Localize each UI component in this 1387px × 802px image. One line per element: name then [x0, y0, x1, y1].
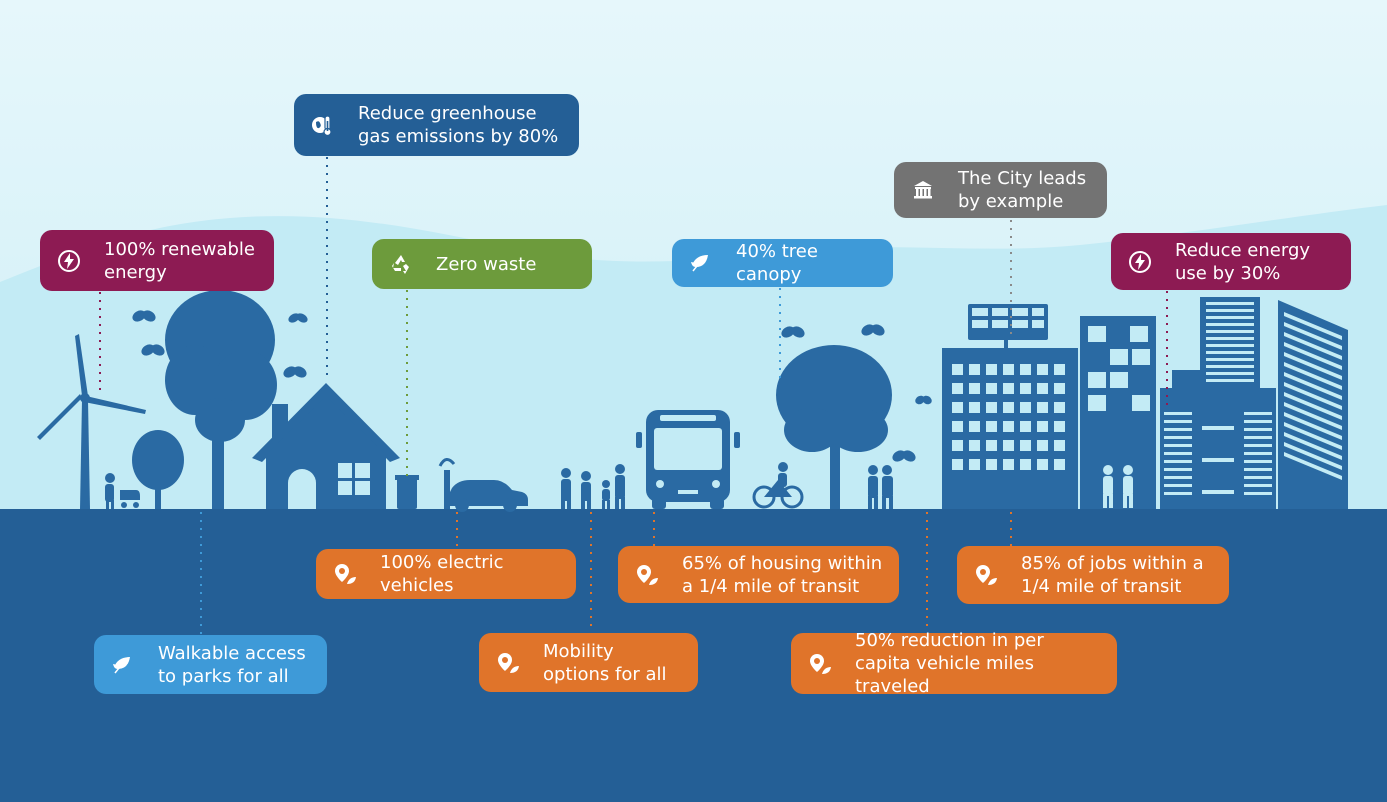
- butterfly-icon: [283, 366, 307, 378]
- leaf-icon: [110, 652, 136, 678]
- goal-tree-canopy: 40% tree canopy: [672, 239, 893, 287]
- office-windows: [952, 364, 1065, 470]
- goal-city-leads: The City leads by example: [894, 162, 1107, 218]
- recycle-bin-icon: [395, 475, 419, 509]
- map-pin-leaf-icon: [332, 561, 358, 587]
- butterfly-icon: [288, 313, 308, 323]
- walkers-icon: [1103, 465, 1133, 508]
- butterfly-icon: [915, 395, 932, 405]
- goal-greenhouse-emissions: Reduce greenhouse gas emissions by 80%: [294, 94, 579, 156]
- tall-building-stripes: [1206, 302, 1254, 382]
- ev-charger-icon: [438, 458, 456, 509]
- electric-car-icon: [446, 480, 528, 512]
- solar-panel-grid: [972, 308, 1044, 328]
- tower-windows: [1088, 326, 1150, 411]
- pedestrians-icon: [561, 464, 625, 509]
- couple-icon: [868, 465, 893, 509]
- goal-vmt-reduction: 50% reduction in per capita vehicle mile…: [791, 630, 1117, 697]
- map-pin-leaf-icon: [634, 562, 660, 588]
- government-building-icon: [910, 177, 936, 203]
- butterfly-icon: [781, 326, 805, 338]
- butterfly-icon: [892, 450, 916, 462]
- butterfly-icon: [132, 310, 156, 322]
- goal-zero-waste: Zero waste: [372, 239, 592, 289]
- small-tree-icon: [132, 430, 184, 509]
- person-with-stroller-icon: [105, 473, 140, 509]
- wind-turbine-icon: [37, 334, 146, 509]
- recycle-icon: [388, 251, 414, 277]
- goal-mobility-options: Mobility options for all: [479, 633, 698, 692]
- low-building-stripes: [1164, 412, 1272, 495]
- skyscraper-stripes: [1284, 312, 1342, 480]
- thermometer-globe-icon: [310, 112, 336, 138]
- goal-jobs-transit: 85% of jobs within a 1/4 mile of transit: [957, 546, 1229, 604]
- leaf-icon: [688, 250, 714, 276]
- butterfly-icon: [861, 324, 885, 336]
- goal-housing-transit: 65% of housing within a 1/4 mile of tran…: [618, 546, 899, 603]
- low-building-icon: [1160, 370, 1276, 509]
- map-pin-leaf-icon: [495, 650, 521, 676]
- goal-electric-vehicles: 100% electric vehicles: [316, 549, 576, 599]
- connector-lines: [99, 157, 1168, 634]
- large-tree-icon: [165, 290, 277, 509]
- map-pin-leaf-icon: [807, 651, 833, 677]
- lightning-icon: [56, 248, 82, 274]
- butterfly-icon: [141, 344, 165, 356]
- map-pin-leaf-icon: [973, 562, 999, 588]
- large-tree-icon: [776, 345, 892, 509]
- goal-renewable-energy: 100% renewable energy: [40, 230, 274, 291]
- cyclist-icon: [752, 462, 804, 509]
- goal-walkable-parks: Walkable access to parks for all: [94, 635, 327, 694]
- lightning-icon: [1127, 249, 1153, 275]
- goal-energy-use: Reduce energy use by 30%: [1111, 233, 1351, 290]
- tower-building-icon: [1080, 316, 1156, 509]
